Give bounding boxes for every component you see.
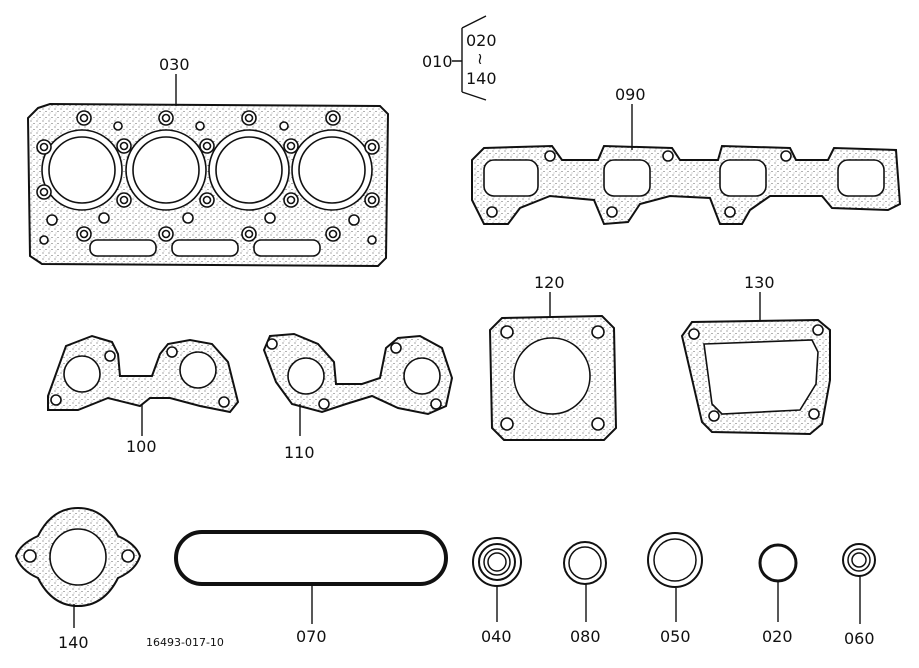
label-130: 130	[744, 273, 775, 292]
ring-050: 050	[647, 532, 703, 646]
flange-gasket-140: 140	[14, 506, 142, 652]
water-passages	[39, 121, 377, 257]
label-030: 030	[159, 55, 190, 74]
kit-reference-bracket: 010 020 ≀ 140	[422, 15, 497, 101]
label-020: 020	[762, 627, 793, 646]
label-140: 140	[58, 633, 89, 652]
cover-gasket-130: 130	[680, 273, 831, 436]
label-080: 080	[570, 627, 601, 646]
intake-gasket-110: 110	[262, 332, 454, 462]
head-bolt-holes	[36, 110, 380, 242]
label-120: 120	[534, 273, 565, 292]
o-ring-020: 020	[758, 543, 798, 646]
label-110: 110	[284, 443, 315, 462]
cylinder-bores	[41, 129, 373, 211]
label-070: 070	[296, 627, 327, 646]
ring-080: 080	[563, 541, 607, 646]
label-060: 060	[844, 629, 875, 648]
drawing-number: 16493-017-10	[146, 636, 224, 649]
cylinder-head-gasket-030: 030	[26, 55, 390, 268]
label-140-range: 140	[466, 69, 497, 88]
seal-060: 060	[842, 543, 876, 648]
label-050: 050	[660, 627, 691, 646]
seal-ring-070: 070	[174, 530, 448, 646]
oil-seal-040: 040	[472, 537, 522, 646]
label-100: 100	[126, 437, 157, 456]
exhaust-manifold-gasket-090: 090	[471, 85, 902, 226]
label-090: 090	[615, 85, 646, 104]
label-040: 040	[481, 627, 512, 646]
label-020-range: 020	[466, 31, 497, 50]
square-gasket-120: 120	[488, 273, 618, 441]
label-010: 010	[422, 52, 453, 71]
range-symbol: ≀	[477, 49, 483, 68]
intake-gasket-100: 100	[47, 334, 240, 456]
